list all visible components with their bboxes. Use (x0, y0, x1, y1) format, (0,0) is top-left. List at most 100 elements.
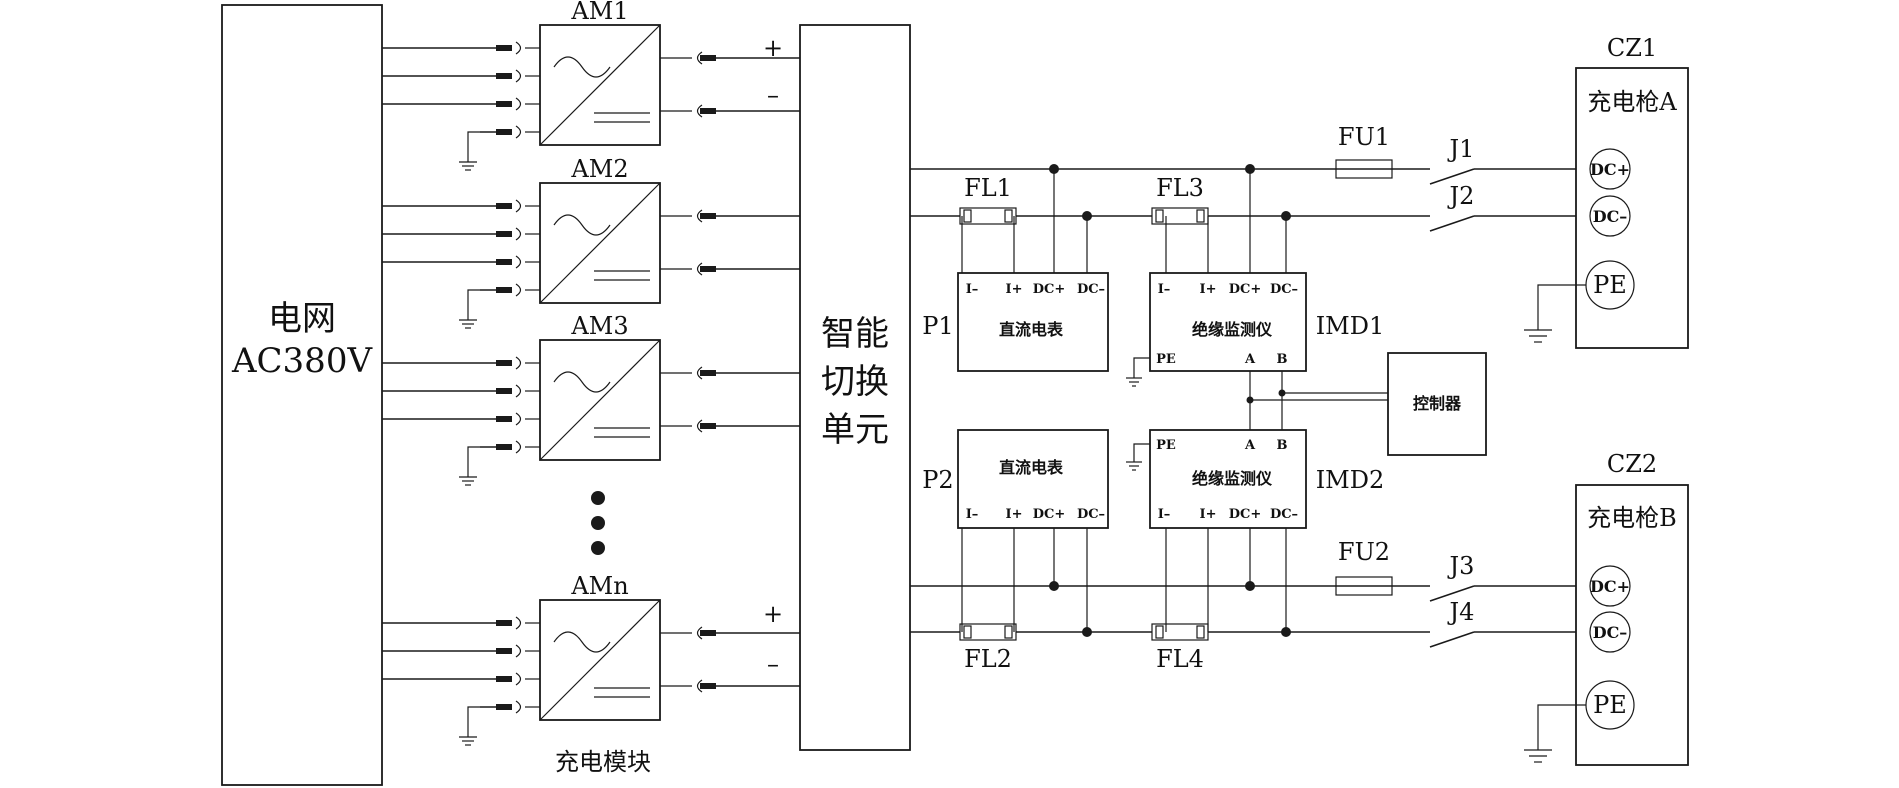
socket-icon (696, 262, 703, 276)
socket-icon (696, 209, 703, 223)
socket-icon (515, 700, 522, 714)
socket-icon (696, 366, 703, 380)
ac-wave-icon (553, 371, 611, 393)
dc-meter-p1 (957, 272, 1109, 372)
gun-a-dc-plus-terminal (1589, 148, 1631, 190)
insulation-monitor-imd1 (1149, 272, 1307, 372)
gun-b-dc-minus: DC– (1593, 623, 1628, 642)
p2-pin: DC– (1077, 507, 1105, 522)
ellipsis-dot (591, 541, 605, 555)
plug-pin-icon (700, 55, 716, 61)
module-label: AMn (570, 572, 628, 600)
ellipsis-dot (591, 516, 605, 530)
plug-pin-icon (700, 370, 716, 376)
imd1-title: 绝缘监测仪 (1192, 320, 1273, 339)
plug-pin-icon (496, 620, 512, 626)
socket-icon (515, 227, 522, 241)
p2-label: P2 (922, 466, 953, 494)
j4-label: J4 (1447, 598, 1475, 626)
cz1-label: CZ1 (1607, 34, 1657, 62)
p1-pin: DC+ (1033, 282, 1066, 297)
shunt-fl2 (959, 623, 1017, 641)
imd2-pe-wire (1133, 443, 1150, 462)
socket-icon (696, 419, 703, 433)
grid-label-line2: AC380V (231, 341, 373, 381)
junction-dot (1246, 396, 1254, 404)
p1-label: P1 (922, 312, 953, 340)
socket-icon (515, 199, 522, 213)
relay-j2-switch (1429, 215, 1475, 232)
module-diagonal (539, 182, 661, 304)
socket-icon (515, 125, 522, 139)
module-label: AM1 (570, 0, 628, 25)
socket-icon (515, 283, 522, 297)
fl3-label: FL3 (1156, 174, 1204, 202)
p1-pin: I– (966, 282, 979, 297)
socket-icon (515, 672, 522, 686)
socket-icon (515, 412, 522, 426)
p2-pin: DC+ (1033, 507, 1066, 522)
plug-pin-icon (496, 259, 512, 265)
plug-pin-icon (496, 676, 512, 682)
relay-j4-switch (1429, 631, 1475, 648)
plug-pin-icon (496, 45, 512, 51)
plug-pin-icon (700, 108, 716, 114)
ac-wave-icon (553, 56, 611, 78)
controller-box (1387, 352, 1487, 456)
plug-pin-icon (496, 287, 512, 293)
plug-pin-icon (496, 129, 512, 135)
p1-pin: I+ (1006, 282, 1023, 297)
socket-icon (696, 51, 703, 65)
imd1-pin: I– (1158, 282, 1171, 297)
socket-icon (515, 356, 522, 370)
module-caption: 充电模块 (555, 748, 651, 776)
charging-gun-a (1575, 67, 1689, 349)
ground-wire (467, 289, 480, 320)
imd1-pe: PE (1156, 352, 1176, 367)
ellipsis-dot (591, 491, 605, 505)
socket-icon (515, 644, 522, 658)
relay-j1-switch (1429, 168, 1475, 185)
socket-icon (515, 41, 522, 55)
plug-pin-icon (496, 101, 512, 107)
ac-wave-icon (553, 631, 611, 653)
plug-pin-icon (496, 704, 512, 710)
module-label: AM2 (570, 155, 628, 183)
imd1-pin: I+ (1200, 282, 1217, 297)
module-diagonal (539, 339, 661, 461)
j1-label: J1 (1447, 135, 1475, 163)
p2-title: 直流电表 (999, 458, 1064, 477)
shunt-fl1 (959, 207, 1017, 225)
gun-a-dc-minus: DC– (1593, 207, 1628, 226)
gun-a-dc-plus: DC+ (1590, 160, 1630, 179)
gun-b-title: 充电枪B (1587, 504, 1677, 532)
j2-label: J2 (1447, 182, 1475, 210)
imd2-a: A (1244, 438, 1256, 453)
fu2-label: FU2 (1338, 538, 1390, 566)
module-diagonal (539, 24, 661, 146)
ac-wave-icon (553, 214, 611, 236)
module-label: AM3 (570, 312, 628, 340)
fuse-fu1 (1335, 159, 1393, 179)
fl4-label: FL4 (1156, 645, 1204, 673)
insulation-monitor-imd2 (1149, 429, 1307, 529)
gun-b-dc-minus-terminal (1589, 611, 1631, 653)
fl1-label: FL1 (964, 174, 1012, 202)
fu1-label: FU1 (1338, 123, 1390, 151)
imd2-pin: I+ (1200, 507, 1217, 522)
plug-pin-icon (496, 388, 512, 394)
imd1-label: IMD1 (1316, 312, 1385, 340)
imd2-pe: PE (1156, 438, 1176, 453)
plug-pin-icon (496, 444, 512, 450)
p2-pin: I– (966, 507, 979, 522)
imd1-b: B (1277, 352, 1288, 367)
plug-pin-icon (496, 648, 512, 654)
grid-block (221, 4, 383, 786)
p1-title: 直流电表 (999, 320, 1064, 339)
socket-icon (696, 679, 703, 693)
j3-label: J3 (1447, 552, 1475, 580)
ground-wire (467, 446, 480, 477)
plug-pin-icon (496, 360, 512, 366)
p1-pin: DC– (1077, 282, 1105, 297)
plug-pin-icon (700, 683, 716, 689)
